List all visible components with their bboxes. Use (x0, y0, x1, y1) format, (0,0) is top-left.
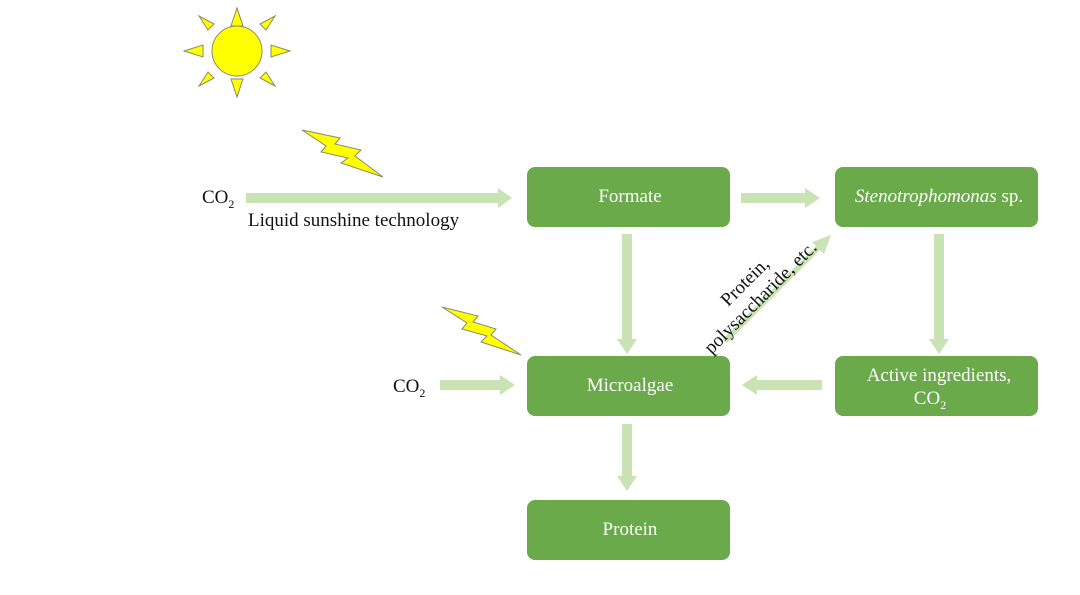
co2-top-text: CO (202, 187, 228, 208)
active-ingredients-label: Active ingredients, (867, 365, 1012, 386)
microalgae-box (527, 356, 730, 416)
arrow-steno-to-active (929, 234, 949, 354)
formate-label: Formate (598, 186, 661, 207)
co2-mid-sub: 2 (419, 386, 425, 400)
co2-mid-label: CO2 (393, 376, 425, 400)
arrow-microalgae-to-steno (723, 235, 831, 343)
arrow-microalgae-to-protein (617, 424, 637, 491)
liquid-sunshine-label: Liquid sunshine technology (248, 210, 460, 231)
sun-ray (259, 14, 277, 31)
steno-box (835, 167, 1038, 227)
active-co2-label: CO2 (914, 388, 946, 412)
co2-top-label: CO2 (202, 187, 234, 211)
arrow-co2-to-formate (246, 188, 512, 208)
sun-ray (259, 71, 277, 88)
lightning-icon (301, 129, 384, 178)
active-co2-text: CO (914, 388, 940, 409)
steno-genus: Stenotrophomonas (855, 186, 997, 207)
diagonal-label: Protein, polysaccharide, etc. (700, 237, 821, 358)
co2-mid-text: CO (393, 376, 419, 397)
arrow-formate-to-microalgae (617, 234, 637, 354)
steno-suffix: sp. (1001, 186, 1023, 207)
microalgae-label: Microalgae (587, 375, 674, 396)
sun-ray (230, 78, 244, 99)
steno-label: Stenotrophomonas sp. (855, 186, 1023, 207)
arrows (246, 188, 949, 491)
formate-box (527, 167, 730, 227)
sun-ray (197, 14, 215, 31)
arrow-active-to-microalgae (742, 375, 822, 395)
active-co2-sub: 2 (940, 398, 946, 412)
sun-ray (182, 44, 204, 58)
sun-ray (197, 71, 215, 88)
sun-ray (230, 6, 244, 27)
co2-top-sub: 2 (228, 197, 234, 211)
arrow-formate-to-steno (741, 188, 820, 208)
arrow-co2-to-microalgae (440, 375, 515, 395)
sun-icon (182, 6, 292, 99)
active-ingredients-box (835, 356, 1038, 416)
protein-label: Protein (603, 519, 658, 540)
protein-box (527, 500, 730, 560)
lightning-icon (441, 306, 522, 356)
sun-disc (211, 25, 263, 77)
sun-ray (270, 44, 292, 58)
